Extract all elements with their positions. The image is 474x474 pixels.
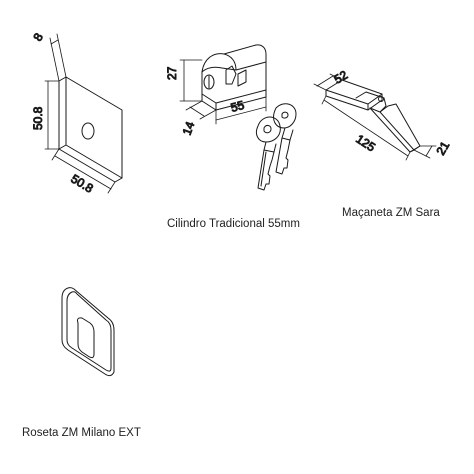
cylinder-dimensions — [179, 59, 267, 125]
escutcheon-dimensions — [44, 33, 116, 194]
handle-width-label: 21 — [433, 139, 452, 158]
escutcheon-depth-label: 8 — [30, 30, 46, 43]
escutcheon-width-label: 50.8 — [68, 172, 96, 196]
handle-height-label: 52 — [332, 68, 351, 87]
cylinder-length-label: 55 — [229, 98, 246, 115]
rosette-caption: Roseta ZM Milano EXT — [22, 427, 141, 439]
rosette-drawing — [61, 287, 115, 377]
handle-caption: Maçaneta ZM Sara — [342, 207, 440, 219]
keys-drawing — [255, 103, 297, 191]
handle-drawing — [325, 79, 421, 153]
cylinder-caption: Cilindro Tradicional 55mm — [167, 218, 300, 230]
handle-dimensions — [313, 73, 437, 161]
escutcheon-drawing — [58, 76, 123, 183]
escutcheon-height-label: 50.8 — [31, 106, 45, 130]
escutcheon-hole — [81, 122, 95, 140]
handle-length-label: 125 — [353, 132, 378, 155]
cylinder-depth-label: 14 — [180, 119, 198, 137]
rosette-key-slot — [77, 317, 95, 359]
cylinder-height-label: 27 — [165, 66, 179, 80]
